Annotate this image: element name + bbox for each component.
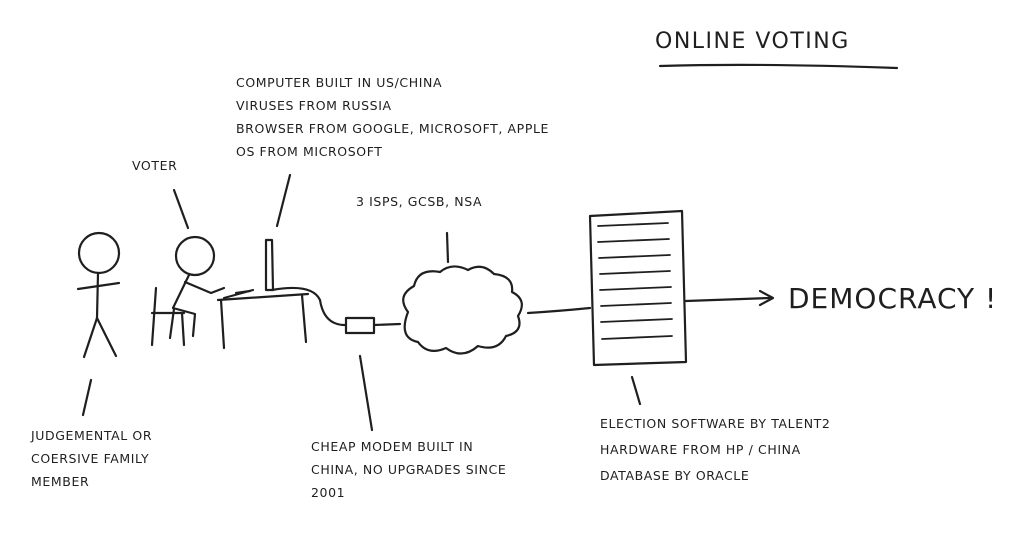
voter-pointer-line <box>172 188 190 230</box>
computer-pointer-line <box>275 173 292 228</box>
voter-label: VOTER <box>132 158 177 173</box>
isps-label: 3 ISPS, GCSB, NSA <box>356 194 482 209</box>
chair <box>150 286 186 347</box>
cable-modem-cloud <box>372 322 402 327</box>
voter-figure <box>168 235 226 340</box>
family-label-3: MEMBER <box>31 474 89 489</box>
modem-label-2: CHINA, NO UPGRADES SINCE <box>311 462 506 477</box>
modem-label-3: 2001 <box>311 485 345 500</box>
computer-label-2: VIRUSES FROM RUSSIA <box>236 98 392 113</box>
modem-label-1: CHEAP MODEM BUILT IN <box>311 439 473 454</box>
computer-label-4: OS FROM MICROSOFT <box>236 144 383 159</box>
family-label-2: COERSIVE FAMILY <box>31 451 149 466</box>
family-label-1: JUDGEMENTAL OR <box>30 428 152 443</box>
election-label-3: DATABASE BY ORACLE <box>600 468 749 483</box>
family-member-figure <box>76 231 121 359</box>
title-underline <box>658 63 899 70</box>
modem-pointer-line <box>358 354 374 432</box>
modem <box>344 316 376 335</box>
computer-label-3: BROWSER FROM GOOGLE, MICROSOFT, APPLE <box>236 121 549 136</box>
desk <box>216 292 310 350</box>
arrow-head <box>758 289 775 307</box>
election-label-1: ELECTION SOFTWARE BY TALENT2 <box>600 416 830 431</box>
democracy-label: DEMOCRACY ! <box>788 282 997 315</box>
internet-cloud <box>402 265 523 355</box>
election-server <box>588 209 688 367</box>
election-label-2: HARDWARE FROM HP / CHINA <box>600 442 801 457</box>
diagram-title: ONLINE VOTING <box>655 29 850 54</box>
arrow-to-democracy <box>684 296 772 303</box>
family-pointer-line <box>81 378 93 417</box>
cable-computer-modem <box>270 286 347 327</box>
server-pointer-line <box>630 375 642 406</box>
computer <box>222 238 275 300</box>
isps-pointer-line <box>445 231 450 264</box>
computer-label-1: COMPUTER BUILT IN US/CHINA <box>236 75 442 90</box>
cable-cloud-server <box>526 306 592 315</box>
